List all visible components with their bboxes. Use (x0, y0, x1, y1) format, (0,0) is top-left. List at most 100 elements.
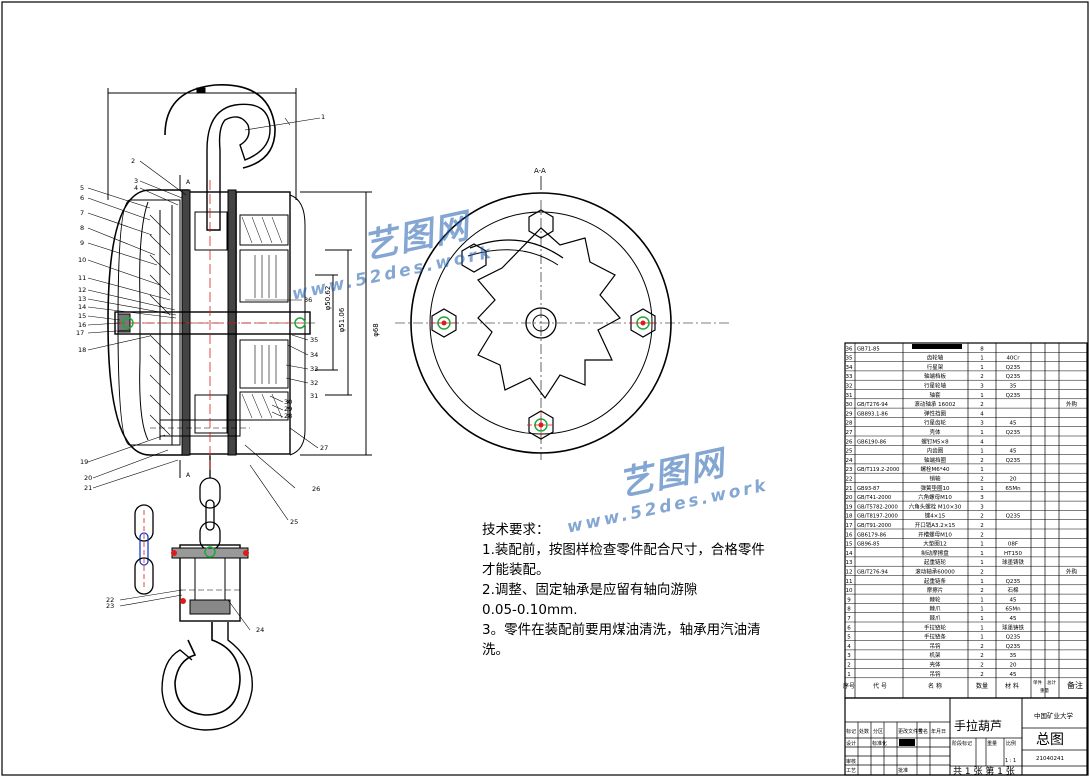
bom-cell: 1 (980, 542, 984, 548)
bom-cell: 滚动轴承 16002 (914, 400, 955, 408)
bom-cell: 滚动轴承60000 (915, 568, 955, 576)
drawing-number: 21040241 (1036, 756, 1064, 762)
school-name: 中国矿业大学 (1034, 711, 1074, 720)
balloon-19: 19 (80, 458, 88, 466)
balloon-18: 18 (78, 346, 86, 354)
bom-cell: 20 (1010, 477, 1017, 483)
balloon-34: 34 (310, 351, 318, 359)
label-count: 处数 (859, 728, 869, 735)
balloon-17: 17 (76, 329, 84, 337)
bom-cell: 7 (847, 616, 851, 622)
bom-cell: 13 (846, 560, 853, 566)
bom-cell: 行星齿轮 (924, 419, 947, 427)
bom-cell: 壳体 (929, 661, 941, 669)
section-aa-label: A-A (534, 167, 546, 175)
bom-cell: 1 (980, 607, 984, 613)
label-weight: 重量 (987, 740, 997, 747)
sheet-count: 共 1 张 第 1 张 (953, 765, 1015, 777)
bom-cell: 17 (846, 523, 853, 529)
bom-cell: 65Mn (1005, 486, 1021, 492)
bom-cell: 65Mn (1005, 607, 1021, 613)
bom-cell: 2 (980, 523, 984, 529)
balloon-20: 20 (84, 474, 92, 482)
bom-cell: 壳体 (929, 428, 941, 436)
bom-cell: 28 (846, 421, 853, 427)
balloon-32: 32 (310, 379, 318, 387)
bom-cell: 3 (847, 653, 851, 659)
bom-cell: 3 (980, 504, 984, 510)
bom-cell: 销轴 (929, 475, 941, 483)
bom-cell: 开口销A3.2×15 (915, 521, 956, 529)
bom-cell: 2 (980, 402, 984, 408)
bom-cell: 8 (980, 346, 984, 352)
bom-cell: 外购 (1066, 568, 1078, 576)
label-sign: 签名 (918, 728, 928, 735)
bom-cell: 2 (980, 374, 984, 380)
bom-cell: 18 (846, 514, 853, 520)
bom-cell: 内齿圈 (927, 447, 944, 455)
requirement-line-6: 洗。 (482, 642, 509, 658)
bom-cell: 螺钉M5×8 (921, 437, 949, 445)
balloon-36: 36 (304, 296, 312, 304)
front-section-view (107, 84, 372, 731)
requirement-line-3: 2.调整、固定轴承是应留有轴向游隙 (482, 582, 698, 598)
label-change-doc: 更改文件号 (898, 728, 923, 735)
bom-cell: 45 (1010, 421, 1017, 427)
balloon-11: 11 (78, 274, 86, 282)
bom-cell: 手拉链条 (924, 633, 947, 641)
label-approve: 批准 (898, 767, 908, 774)
bom-cell: 30 (846, 402, 853, 408)
bom-cell: GB6179-86 (857, 532, 886, 538)
bom-cell: 吊钩 (929, 642, 941, 650)
bom-cell: 制动摩擦盘 (921, 549, 949, 557)
bom-cell: 9 (847, 597, 851, 603)
bom-cell: 2 (980, 532, 984, 538)
bom-cell: 23 (846, 467, 853, 473)
bom-cell: 10 (846, 588, 853, 594)
bom-cell: 1 (980, 393, 984, 399)
bom-cell: 1 (980, 579, 984, 585)
bom-cell: 弹簧垫圈10 (921, 484, 950, 492)
balloon-2: 2 (131, 157, 135, 165)
bom-cell: GB/T41-2000 (857, 495, 891, 501)
bom-cell: 35 (846, 356, 853, 362)
bom-cell: GB93-87 (857, 486, 880, 492)
leader-lines (87, 117, 321, 631)
bom-cell: 2 (980, 514, 984, 520)
bom-cell: 1 (847, 672, 851, 678)
balloon-5: 5 (80, 184, 84, 192)
bom-cell: 棘爪 (929, 606, 941, 613)
bom-cell: 15 (846, 542, 853, 548)
bom-cell: 2 (980, 477, 984, 483)
title-block-grid (844, 697, 1088, 776)
bom-cell: 20 (846, 495, 853, 501)
bom-cell: 轴套 (929, 391, 941, 399)
balloon-33: 33 (310, 365, 318, 373)
bom-cell: 27 (846, 430, 853, 436)
label-date: 年月日 (931, 728, 946, 735)
bom-cell: 行星架 (927, 363, 944, 371)
balloon-35: 35 (310, 336, 318, 344)
bom-cell: 8 (847, 607, 851, 613)
bom-redaction (912, 344, 962, 349)
balloon-16: 16 (78, 321, 86, 329)
bom-cell: 3 (980, 384, 984, 390)
bom-cell: 吊钩 (929, 670, 941, 678)
bom-cell: 6 (847, 625, 851, 631)
bom-cell: 2 (980, 570, 984, 576)
bom-cell: 29 (846, 411, 853, 417)
bom-cell: 2 (980, 458, 984, 464)
bom-cell: 轴端档板 (924, 372, 947, 380)
dim-d2: φ51.06 (338, 307, 346, 332)
bom-cell: 2 (980, 663, 984, 669)
bom-cell: 2 (980, 644, 984, 650)
balloon-3: 3 (134, 177, 138, 185)
front-view-accents (115, 180, 310, 604)
label-check: 审核 (846, 758, 856, 765)
bom-cell: 16 (846, 532, 853, 538)
bom-cell: GB6190-86 (857, 439, 886, 445)
bom-cell: 3 (980, 495, 984, 501)
cut-mark-bottom: A (186, 472, 191, 479)
